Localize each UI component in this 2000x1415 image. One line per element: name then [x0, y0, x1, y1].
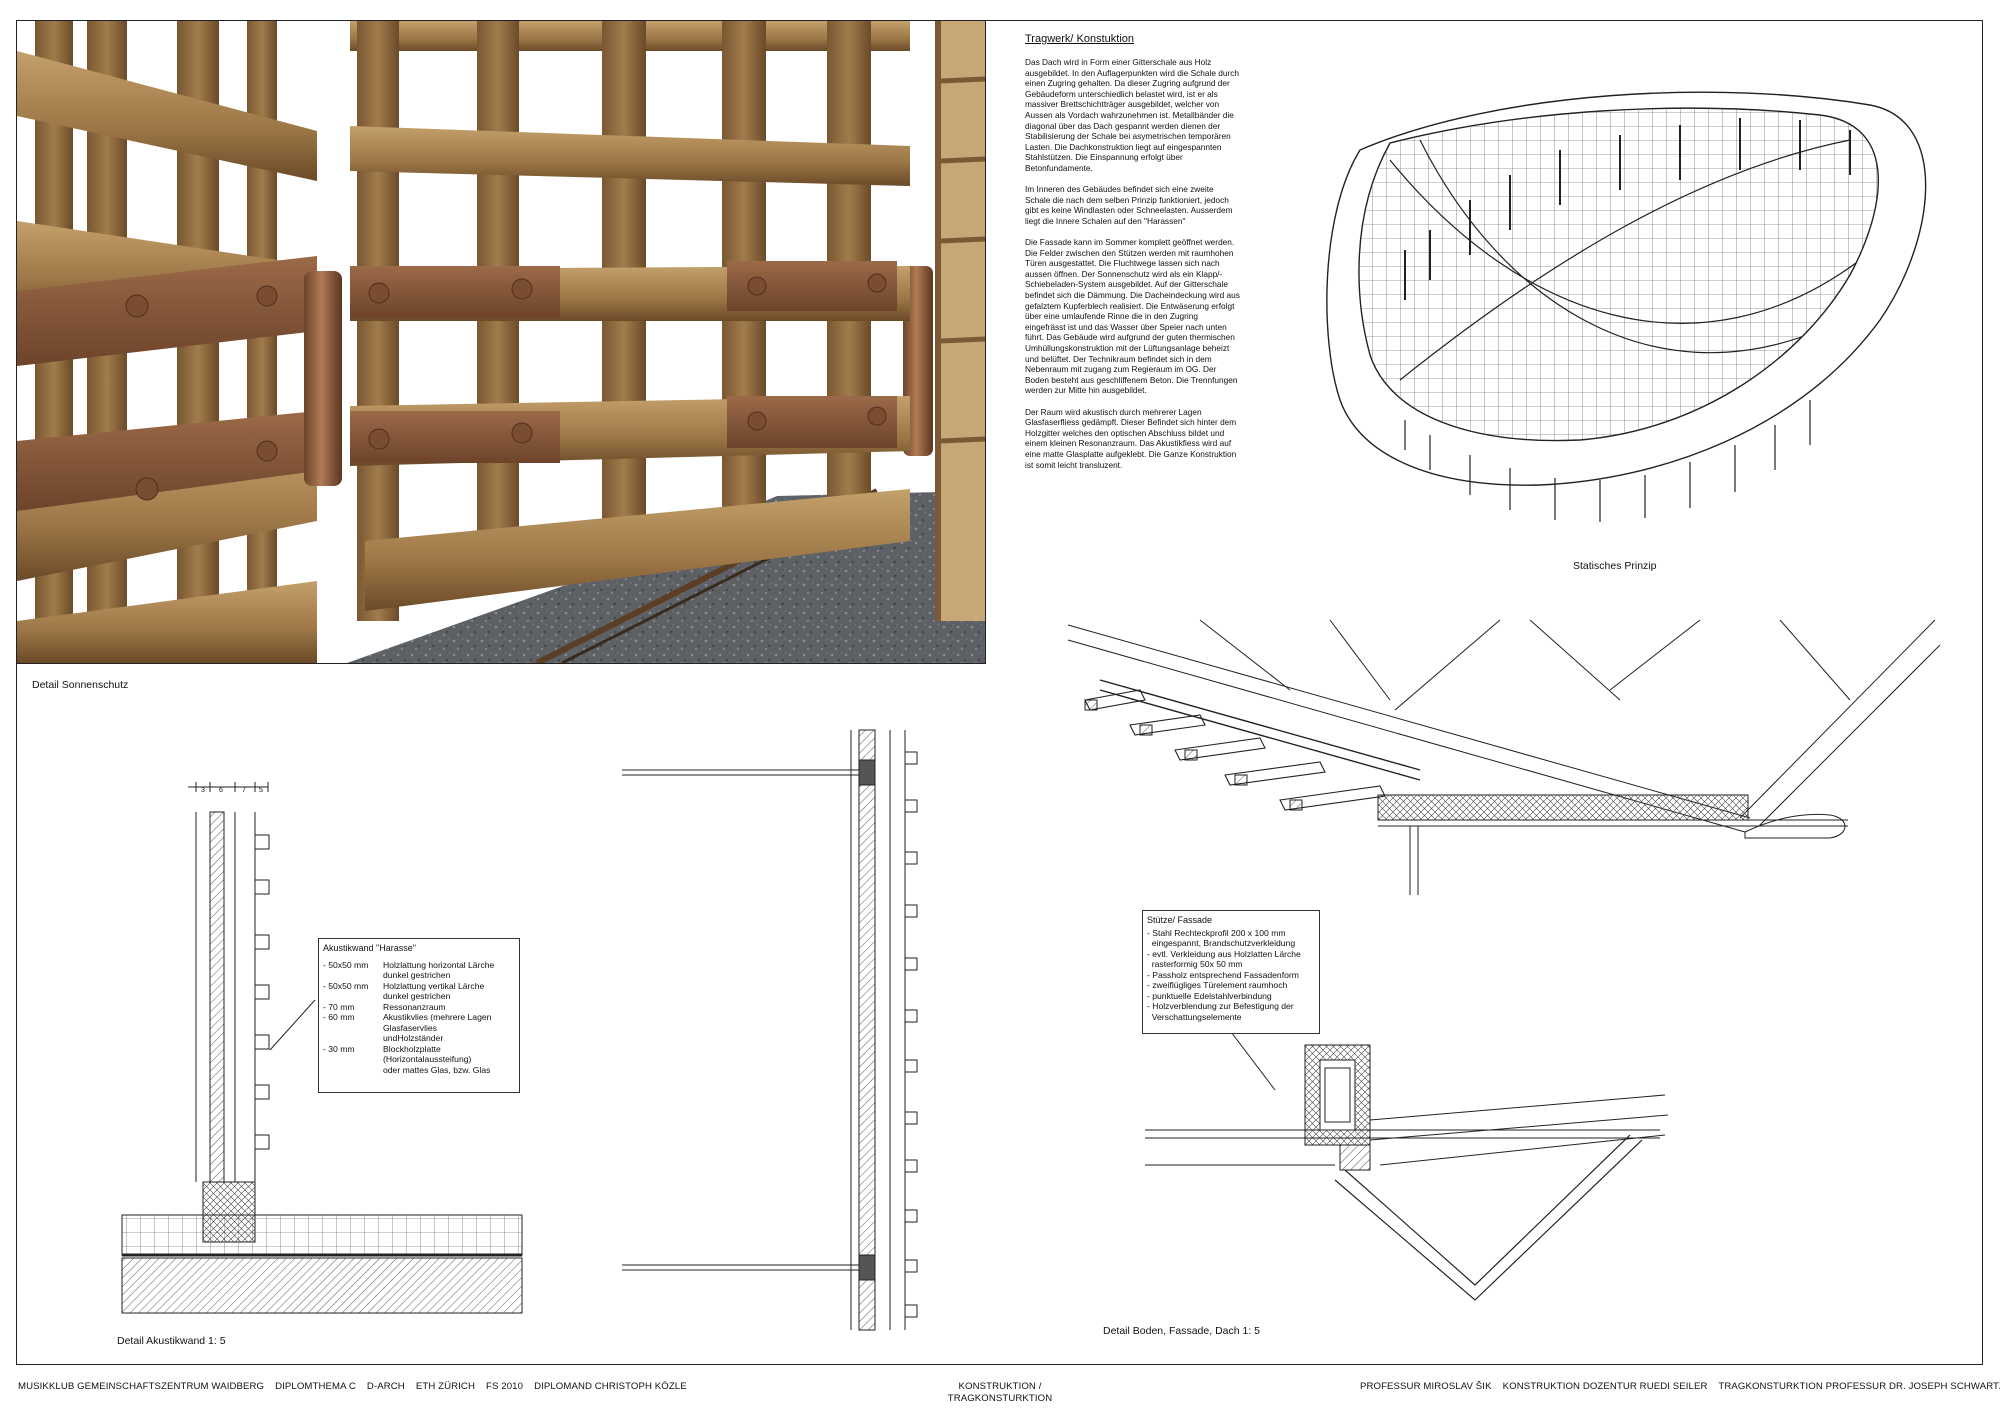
grid-shell-drawing [1326, 91, 1927, 522]
stuetze-item: - Stahl Rechteckprofil 200 x 100 mm eing… [1147, 927, 1296, 949]
footer-right: PROFESSUR MIROSLAV ŠIK KONSTRUKTION DOZE… [1360, 1381, 2000, 1392]
label-detail-akustikwand: Detail Akustikwand 1: 5 [117, 1335, 226, 1347]
stuetze-item: - punktuelle Edelstahlverbindung [1147, 990, 1272, 1001]
stuetze-item: - Passholz entsprechend Fassadenform [1147, 969, 1299, 980]
dim-7: 7 [242, 787, 246, 794]
stuetze-item: - Holzverblendung zur Befestigung der Ve… [1147, 1001, 1294, 1022]
stuetze-item: - evtl. Verkleidung aus Holzlatten Lärch… [1147, 948, 1301, 970]
footer-center: KONSTRUKTION / TRAGKONSTURKTION [940, 1381, 1060, 1405]
footer-center-line2: TRAGKONSTURKTION [947, 1393, 1053, 1404]
paragraph-1: Das Dach wird in Form einer Gitterschale… [1025, 57, 1240, 173]
paragraph-4: Der Raum wird akustisch durch mehrerer L… [1025, 406, 1237, 470]
sonnenschutz-render [17, 21, 986, 664]
stuetze-legend: Stütze/ Fassade - Stahl Rechteckprofil 2… [1142, 910, 1320, 1034]
label-statisches-prinzip: Statisches Prinzip [1573, 560, 1657, 572]
dim-3: 3 [201, 787, 205, 794]
footer-center-line1: KONSTRUKTION / [958, 1381, 1042, 1392]
sheet-frame [16, 20, 1983, 1365]
paragraph-2: Im Inneren des Gebäudes befindet sich ei… [1025, 184, 1233, 226]
floor-facade-detail [1145, 1019, 1669, 1301]
dim-5: 5 [259, 787, 263, 794]
wall-section-detail [622, 729, 918, 1331]
stuetze-title: Stütze/ Fassade [1147, 915, 1213, 925]
akustikwand-detail [121, 782, 523, 1314]
akustikwand-title: Akustikwand "Harasse" [323, 943, 416, 953]
paragraph-3: Die Fassade kann im Sommer komplett geöf… [1025, 237, 1240, 396]
roof-edge-detail [1067, 619, 1941, 895]
stuetze-item: - zweiflügliges Türelement raumhoch [1147, 980, 1288, 990]
label-detail-sonnenschutz: Detail Sonnenschutz [32, 679, 129, 691]
footer-left: MUSIKKLUB GEMEINSCHAFTSZENTRUM WAIDBERG … [18, 1381, 687, 1392]
label-detail-boden: Detail Boden, Fassade, Dach 1: 5 [1103, 1325, 1261, 1337]
section-heading: Tragwerk/ Konstuktion [1025, 33, 1135, 45]
dim-6: 6 [219, 787, 223, 794]
description-text: Das Dach wird in Form einer Gitterschale… [1025, 57, 1240, 481]
